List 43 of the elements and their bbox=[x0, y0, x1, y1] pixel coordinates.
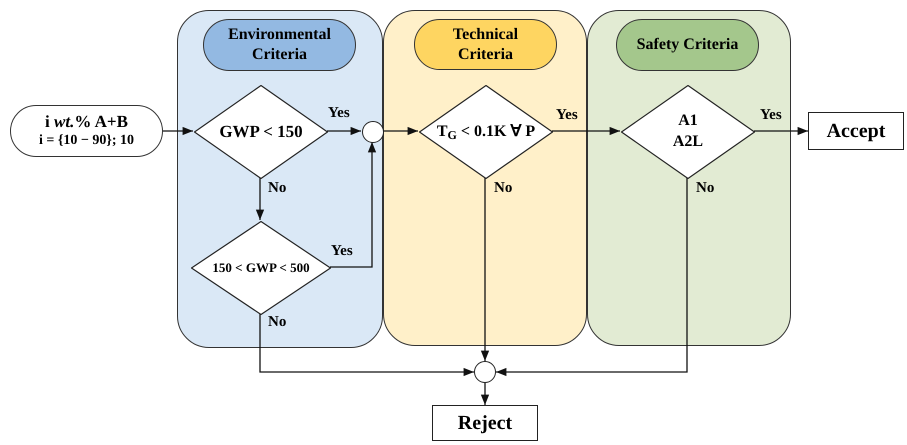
criteria-label bbox=[616, 19, 759, 71]
outcome-box bbox=[808, 112, 904, 150]
input-text: i = {10 − 90}; 10 bbox=[38, 132, 134, 150]
decision-text: T$_{G}$ < 0.1K ∀ P bbox=[436, 122, 536, 142]
edge-label: No bbox=[268, 181, 286, 196]
arrow bbox=[383, 126, 418, 136]
criteria-panel bbox=[383, 10, 587, 346]
edge-label: No bbox=[696, 181, 714, 196]
criteria-panel bbox=[587, 10, 791, 346]
criteria-label bbox=[203, 19, 356, 71]
arrow bbox=[552, 126, 620, 136]
arrow bbox=[480, 383, 490, 405]
decision-diamond bbox=[194, 85, 328, 179]
decision-text: A1 A2L bbox=[672, 111, 704, 152]
decision-diamond bbox=[191, 221, 331, 315]
edge-label: Yes bbox=[328, 106, 350, 121]
criteria-heading: Technical Criteria bbox=[452, 24, 520, 64]
outcome-text: Accept bbox=[826, 119, 886, 144]
outcome-text: Reject bbox=[458, 411, 512, 436]
arrow bbox=[163, 126, 193, 136]
arrow bbox=[754, 126, 808, 136]
arrow bbox=[256, 178, 264, 220]
arrow bbox=[259, 314, 474, 376]
criteria-panel bbox=[177, 10, 383, 348]
arrow bbox=[330, 142, 376, 268]
decision-diamond bbox=[419, 85, 553, 179]
arrow bbox=[327, 126, 361, 136]
criteria-label bbox=[414, 19, 557, 70]
criteria-heading: Environmental Criteria bbox=[227, 25, 332, 65]
edge-label: Yes bbox=[331, 244, 353, 259]
edge-label: Yes bbox=[556, 108, 578, 123]
criteria-heading: Safety Criteria bbox=[636, 35, 738, 55]
edge-label: No bbox=[494, 181, 512, 196]
decision-text: GWP < 150 bbox=[219, 120, 303, 143]
decision-text: 150 < GWP < 500 bbox=[212, 260, 310, 276]
arrow bbox=[496, 178, 688, 376]
outcome-box bbox=[432, 405, 538, 441]
arrow bbox=[480, 178, 490, 361]
decision-diamond bbox=[621, 85, 755, 179]
edge-label: No bbox=[268, 315, 286, 330]
edge-label: Yes bbox=[760, 108, 782, 123]
input-terminal bbox=[10, 105, 163, 157]
input-text: i wt.% A+B bbox=[45, 112, 128, 133]
